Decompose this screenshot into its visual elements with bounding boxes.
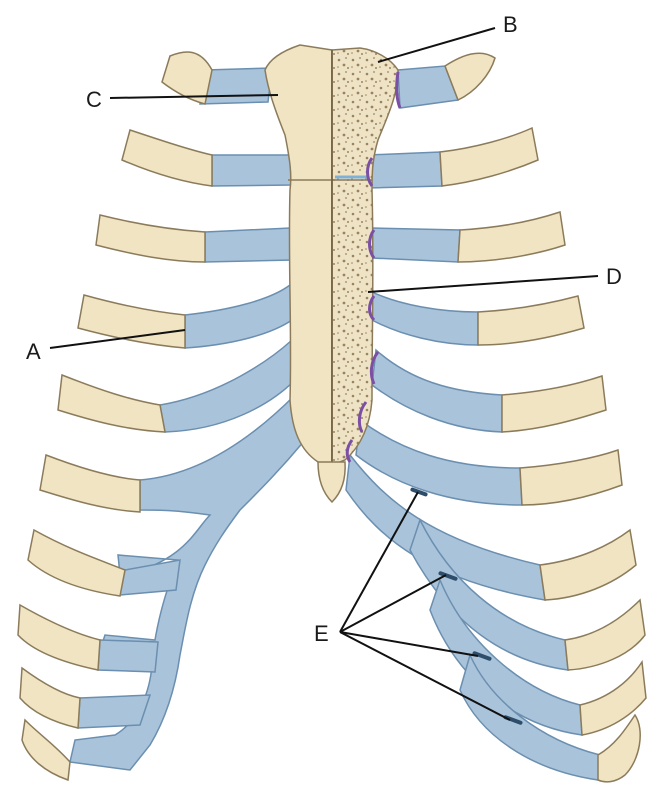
right-cartilage-4 (371, 290, 479, 346)
left-rib-7 (27, 528, 126, 597)
left-rib-2 (121, 129, 213, 187)
sternocostal-joints (345, 71, 402, 463)
leader-e-2 (339, 574, 447, 633)
right-rib-10 (597, 713, 641, 783)
left-cartilage-6-10 (69, 393, 306, 771)
leader-e-1 (339, 491, 419, 633)
joint-6 (357, 401, 368, 433)
left-cartilage-9 (97, 639, 159, 673)
leader-c (109, 94, 279, 99)
sternum-left-half (264, 44, 333, 466)
right-cartilage-3 (371, 227, 461, 263)
left-rib-6 (39, 453, 141, 513)
left-rib-3 (95, 214, 206, 263)
interchondral-joint-1 (410, 487, 428, 497)
leader-e-4 (339, 631, 511, 721)
joint-3 (368, 229, 376, 259)
interchondral-joints (410, 487, 523, 725)
leader-lines (49, 27, 599, 721)
right-rib-8 (564, 598, 646, 671)
interchondral-joint-4 (503, 715, 523, 725)
leader-a (49, 329, 186, 349)
sternum-right-half (331, 47, 399, 467)
right-rib-3 (457, 211, 566, 263)
right-rib-9 (579, 659, 647, 736)
right-rib-7 (539, 528, 637, 601)
label-e: E (314, 621, 329, 646)
left-rib-4 (77, 294, 186, 349)
left-rib-1 (161, 51, 213, 105)
right-cartilage-2 (367, 151, 443, 189)
interchondral-joint-2 (438, 571, 458, 581)
left-rib-10 (21, 718, 71, 782)
right-rib-5 (501, 374, 607, 433)
label-c: C (86, 87, 102, 112)
label-b: B (503, 12, 518, 37)
leader-d (367, 275, 599, 293)
left-cartilage-4 (184, 283, 293, 349)
sternum (264, 44, 402, 504)
xiphoid-process (317, 461, 346, 504)
joint-1 (395, 71, 402, 109)
left-rib-9 (19, 666, 81, 729)
right-rib-6 (519, 448, 623, 506)
right-rib-4 (477, 295, 585, 346)
right-rib-2 (439, 126, 539, 187)
leader-b (377, 27, 496, 63)
label-a: A (26, 339, 41, 364)
joint-2 (366, 157, 374, 187)
right-cartilage-5 (371, 348, 503, 433)
ribs (17, 51, 647, 783)
label-d: D (606, 264, 622, 289)
joint-4 (368, 295, 376, 322)
joint-5 (369, 351, 380, 385)
leader-e-3 (339, 631, 479, 657)
joint-7 (345, 439, 354, 463)
interchondral-joint-3 (472, 651, 492, 661)
left-cartilage-2 (211, 154, 293, 187)
left-cartilage-3 (204, 227, 293, 263)
left-cartilage-10 (77, 694, 152, 729)
left-rib-5 (57, 373, 166, 433)
left-rib-8 (17, 603, 101, 671)
right-rib-1 (444, 52, 496, 102)
